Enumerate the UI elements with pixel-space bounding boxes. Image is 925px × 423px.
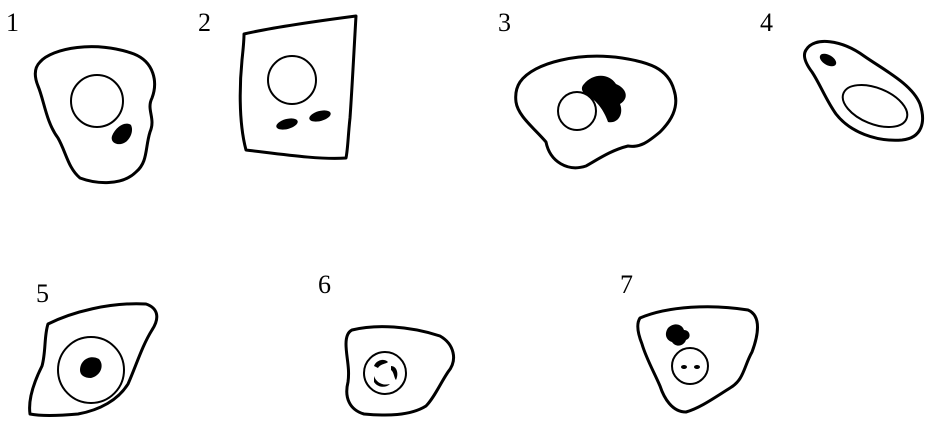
cell-5-granule bbox=[80, 357, 102, 378]
cell-3-nucleus bbox=[558, 92, 596, 130]
cell-7-nucleus bbox=[672, 348, 708, 384]
cell-1-nucleus bbox=[71, 75, 123, 127]
cell-2-nucleus bbox=[268, 56, 316, 104]
cell-5: 5 bbox=[30, 279, 157, 416]
cell-7-membrane bbox=[638, 307, 758, 412]
cell-label-7: 7 bbox=[620, 270, 633, 299]
cell-1-membrane bbox=[35, 47, 154, 183]
cell-2: 2 bbox=[198, 8, 356, 158]
cell-label-6: 6 bbox=[318, 270, 331, 299]
cell-1: 1 bbox=[6, 8, 155, 183]
cell-6-chromatin-c bbox=[374, 376, 390, 387]
cell-7-granule bbox=[666, 324, 690, 345]
cell-7-chromatin-b bbox=[694, 365, 700, 369]
cell-label-1: 1 bbox=[6, 8, 19, 37]
cell-4-granule bbox=[818, 51, 839, 69]
cell-6: 6 bbox=[318, 270, 454, 415]
cell-2-granule-b bbox=[308, 108, 332, 123]
cell-1-granule bbox=[112, 124, 132, 145]
cell-2-membrane bbox=[240, 16, 356, 158]
cell-label-3: 3 bbox=[498, 8, 511, 37]
cell-2-granule-a bbox=[275, 116, 299, 131]
cell-6-membrane bbox=[346, 327, 454, 415]
cell-6-nucleus bbox=[364, 352, 406, 394]
cell-7-chromatin-a bbox=[681, 365, 687, 369]
cell-label-2: 2 bbox=[198, 8, 211, 37]
cell-4: 4 bbox=[760, 8, 923, 140]
cell-3: 3 bbox=[498, 8, 676, 168]
cell-label-4: 4 bbox=[760, 8, 773, 37]
cell-7: 7 bbox=[620, 270, 758, 412]
cell-6-chromatin-b bbox=[391, 366, 397, 380]
cell-3-granule bbox=[582, 76, 626, 123]
cell-label-5: 5 bbox=[36, 279, 49, 308]
cell-6-chromatin-a bbox=[374, 360, 388, 368]
